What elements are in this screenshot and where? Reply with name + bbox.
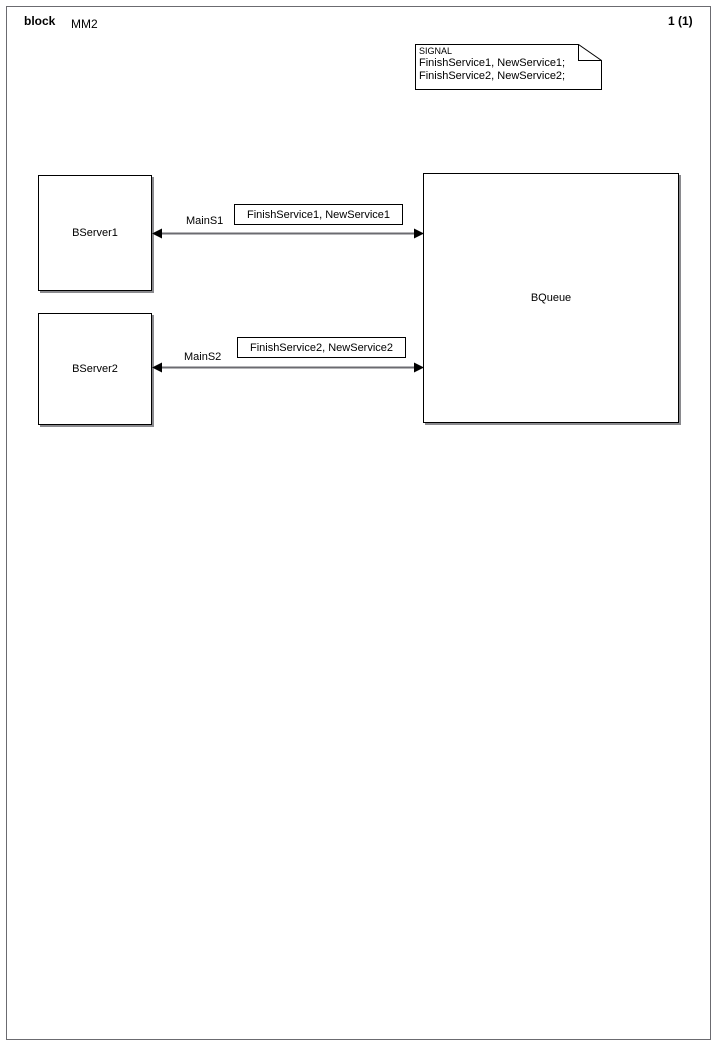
note-line-1: FinishService1, NewService1;	[419, 57, 566, 69]
block-bserver2-label: BServer2	[72, 363, 118, 375]
block-bqueue[interactable]: BQueue	[423, 173, 679, 423]
channel-mains1-signal-text: FinishService1, NewService1	[246, 208, 391, 221]
channel-mains2[interactable]	[150, 358, 426, 378]
channel-mains1-signal-list[interactable]: FinishService1, NewService1	[234, 204, 403, 225]
note-text-body: SIGNAL FinishService1, NewService1; Fini…	[419, 46, 597, 83]
block-bserver2[interactable]: BServer2	[38, 313, 152, 425]
signal-declaration-note[interactable]: SIGNAL FinishService1, NewService1; Fini…	[415, 44, 602, 90]
diagram-kind-label: block	[24, 14, 56, 28]
note-line-2: FinishService2, NewService2;	[419, 70, 566, 82]
block-bqueue-label: BQueue	[530, 292, 572, 304]
page-indicator: 1 (1)	[668, 14, 693, 28]
block-bserver1-label: BServer1	[72, 227, 118, 239]
page-frame	[6, 6, 711, 1040]
diagram-name-label: MM2	[71, 17, 98, 31]
channel-mains2-arrow-icon	[152, 362, 424, 373]
channel-mains1-name: MainS1	[186, 215, 224, 227]
channel-mains2-name: MainS2	[184, 351, 222, 363]
channel-mains1[interactable]	[150, 224, 426, 244]
note-title: SIGNAL	[419, 46, 453, 56]
channel-mains2-signal-list[interactable]: FinishService2, NewService2	[237, 337, 406, 358]
channel-mains1-arrow-icon	[152, 228, 424, 239]
note-shape-icon	[415, 44, 602, 90]
channel-mains2-signal-text: FinishService2, NewService2	[249, 341, 394, 354]
block-bserver1[interactable]: BServer1	[38, 175, 152, 291]
